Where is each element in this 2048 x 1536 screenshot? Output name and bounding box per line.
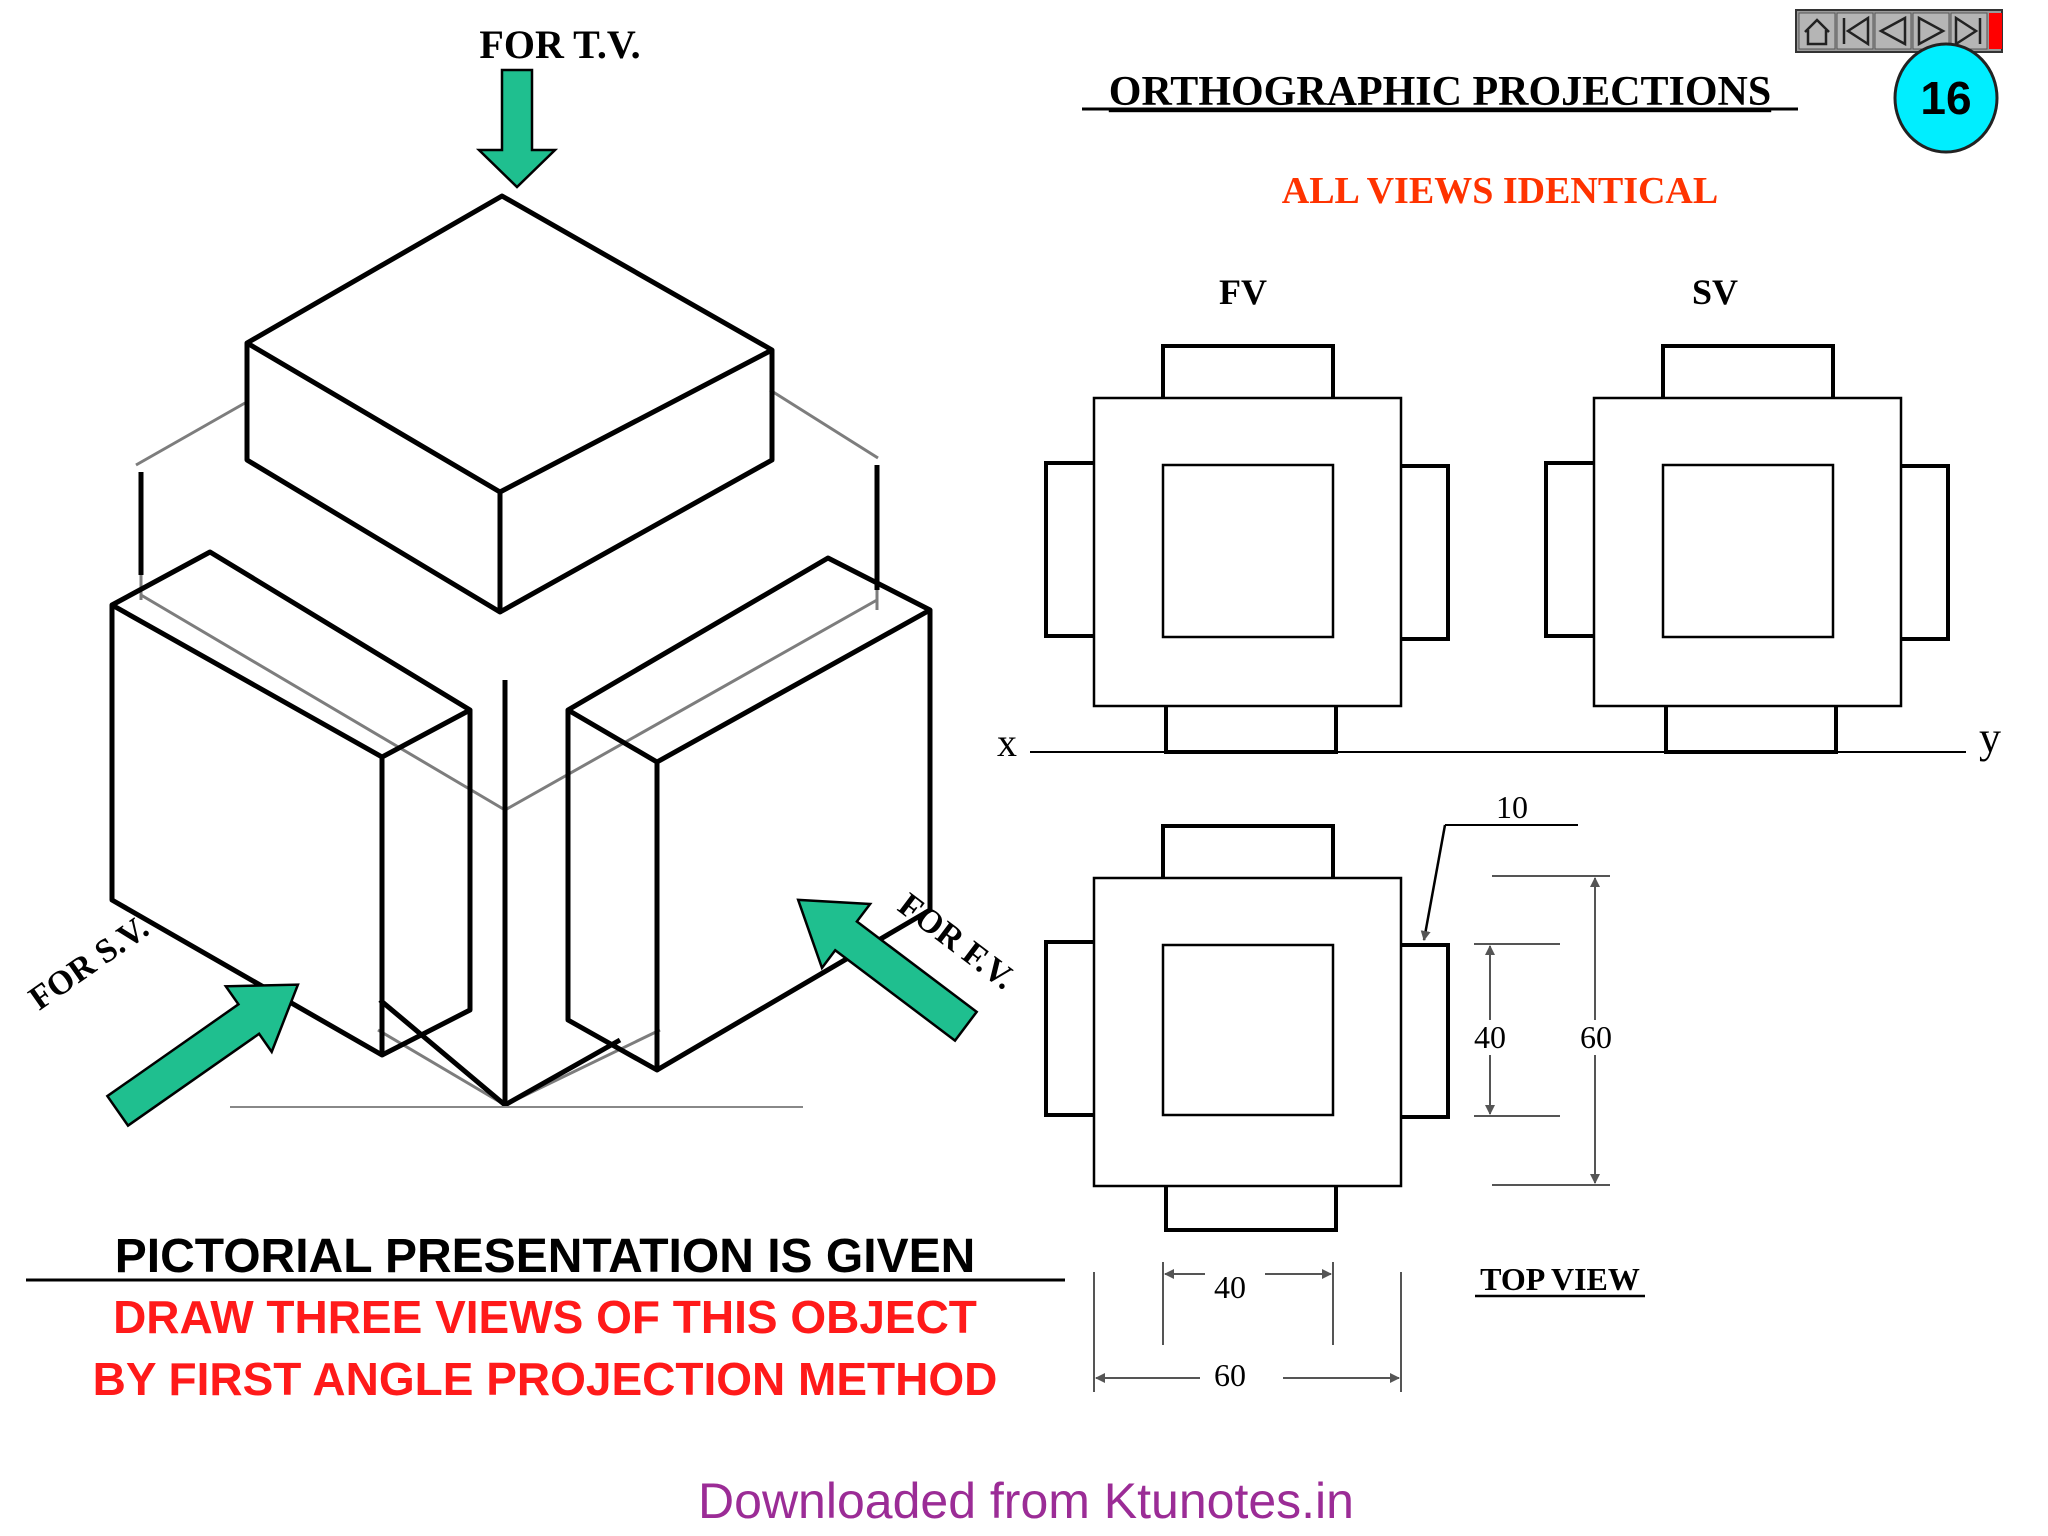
dimension-40-horizontal: 40 <box>1214 1269 1246 1305</box>
y-label: y <box>1979 713 2001 762</box>
side-view <box>1544 344 1950 754</box>
dimension-60-horizontal: 60 <box>1214 1357 1246 1393</box>
top-view <box>1044 824 1450 1232</box>
home-icon[interactable] <box>1798 12 1836 50</box>
page-title: ORTHOGRAPHIC PROJECTIONS <box>1109 69 1771 115</box>
page-subtitle: ALL VIEWS IDENTICAL <box>1282 170 1718 212</box>
for-sv-label: FOR S.V. <box>23 909 156 1018</box>
right-block <box>565 555 933 1073</box>
top-view-label: TOP VIEW <box>1480 1261 1640 1297</box>
close-icon[interactable] <box>1989 13 2002 49</box>
sv-label: SV <box>1692 272 1738 312</box>
front-view <box>1044 344 1450 754</box>
instruction-line-3: BY FIRST ANGLE PROJECTION METHOD <box>93 1353 998 1405</box>
instruction-line-2: DRAW THREE VIEWS OF THIS OBJECT <box>113 1291 977 1343</box>
dimension-40-vertical: 40 <box>1474 1019 1506 1055</box>
dimension-60-vertical: 60 <box>1580 1019 1612 1055</box>
x-label: x <box>997 720 1017 765</box>
sv-direction-arrow <box>105 983 300 1128</box>
fv-direction-arrow <box>796 898 979 1043</box>
center-bottom-edge <box>378 998 622 1108</box>
top-block <box>244 193 775 615</box>
left-block <box>109 549 473 1058</box>
last-slide-icon[interactable] <box>1950 12 1988 50</box>
previous-slide-icon[interactable] <box>1874 12 1912 50</box>
tv-direction-arrow <box>475 68 559 189</box>
pictorial-view <box>109 193 933 1108</box>
fv-label: FV <box>1219 272 1267 312</box>
first-slide-icon[interactable] <box>1836 12 1874 50</box>
footer-source-text: Downloaded from Ktunotes.in <box>698 1473 1354 1529</box>
dimension-lines <box>1093 824 1610 1392</box>
instruction-line-1: PICTORIAL PRESENTATION IS GIVEN <box>115 1230 976 1283</box>
for-tv-label: FOR T.V. <box>479 22 640 67</box>
slide-number-badge: 16 <box>1893 42 1999 154</box>
slide-navigation-toolbar <box>1795 9 2003 53</box>
dimension-10: 10 <box>1496 789 1528 825</box>
slide-number: 16 <box>1920 72 1971 124</box>
